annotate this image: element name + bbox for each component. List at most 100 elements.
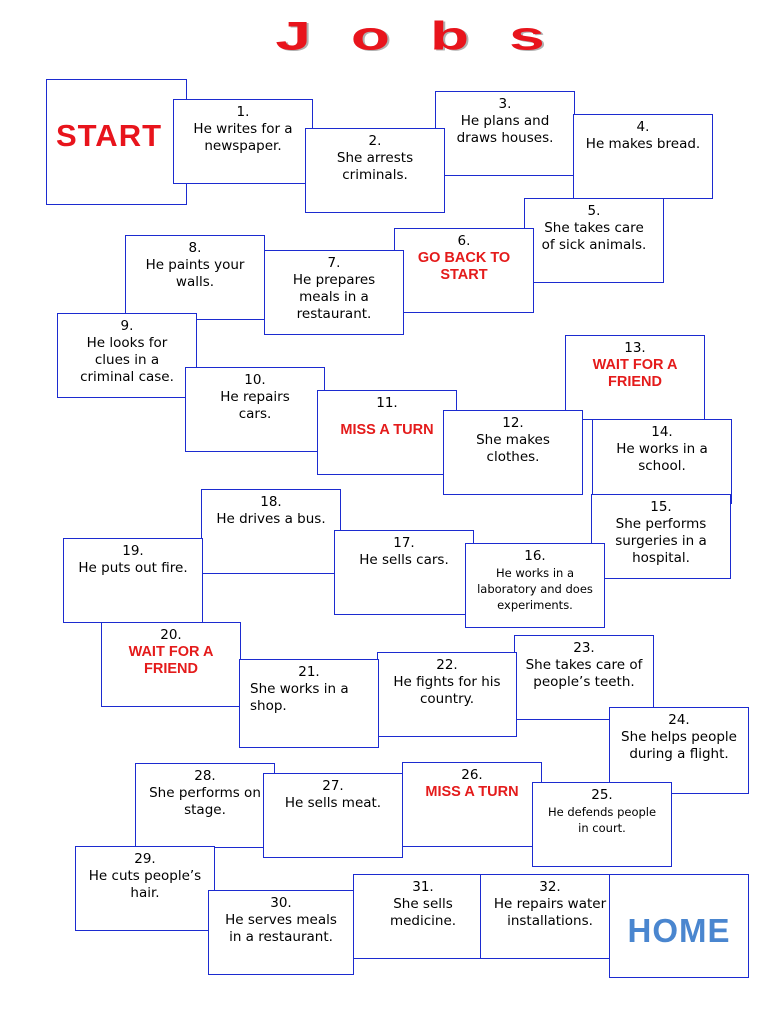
square-number: 4. (636, 119, 650, 135)
square-text: He fights for his country. (393, 674, 501, 707)
square-text: She takes care of people’s teeth. (525, 657, 643, 690)
square-number: 18. (260, 494, 282, 510)
square-number: 25. (591, 787, 613, 803)
board-square-29: 29. He cuts people’s hair. (75, 846, 215, 931)
page-title: Jobs (275, 13, 585, 59)
square-number: 1. (236, 104, 250, 120)
square-text: She performs surgeries in a hospital. (615, 516, 707, 566)
square-text: WAIT FOR A FRIEND (592, 357, 678, 390)
square-text: He prepares meals in a restaurant. (292, 272, 376, 322)
square-text: GO BACK TO START (417, 250, 511, 283)
square-text: He writes for a newspaper. (193, 121, 293, 154)
board-square-17: 17. He sells cars. (334, 530, 474, 615)
square-number: 8. (188, 240, 202, 256)
board-square-26: 26. MISS A TURN (402, 762, 542, 847)
square-text: He puts out fire. (78, 560, 188, 576)
board-square-32: 32. He repairs water installations. (480, 874, 620, 959)
board-square-12: 12. She makes clothes. (443, 410, 583, 495)
board-square-4: 4. He makes bread. (573, 114, 713, 199)
square-number: 2. (368, 133, 382, 149)
square-number: 21. (298, 664, 320, 680)
square-number: 5. (587, 203, 601, 219)
square-number: 3. (498, 96, 512, 112)
square-text: He plans and draws houses. (456, 113, 554, 146)
square-text: He works in a school. (616, 441, 708, 474)
square-text: WAIT FOR A FRIEND (128, 644, 214, 677)
square-number: 23. (573, 640, 595, 656)
square-text: He looks for clues in a criminal case. (80, 335, 174, 385)
square-number: 17. (393, 535, 415, 551)
square-text: He sells meat. (284, 795, 382, 811)
square-text: She takes care of sick animals. (541, 220, 647, 253)
square-text: He repairs cars. (220, 389, 290, 422)
square-number: 7. (327, 255, 341, 271)
square-text: He defends people in court. (547, 805, 657, 835)
square-text: She makes clothes. (476, 432, 550, 465)
board-square-23: 23. She takes care of people’s teeth. (514, 635, 654, 720)
board-square-19: 19. He puts out fire. (63, 538, 203, 623)
home-square: HOME (609, 874, 749, 978)
board-square-21: 21. She works in a shop. (239, 659, 379, 748)
square-number: 16. (524, 548, 546, 564)
square-text: He sells cars. (359, 552, 449, 568)
square-text: He makes bread. (585, 136, 701, 152)
board-square-3: 3. He plans and draws houses. (435, 91, 575, 176)
board-square-24: 24. She helps people during a flight. (609, 707, 749, 794)
start-label: START (56, 118, 163, 153)
square-text: He drives a bus. (216, 511, 326, 527)
board-square-31: 31. She sells medicine. (353, 874, 493, 959)
square-number: 11. (376, 395, 398, 411)
board-square-7: 7. He prepares meals in a restaurant. (264, 250, 404, 335)
board-square-27: 27. He sells meat. (263, 773, 403, 858)
board-square-30: 30. He serves meals in a restaurant. (208, 890, 354, 975)
square-text: She helps people during a flight. (621, 729, 737, 762)
square-number: 19. (122, 543, 144, 559)
board-square-28: 28. She performs on stage. (135, 763, 275, 848)
board-square-10: 10. He repairs cars. (185, 367, 325, 452)
square-number: 14. (651, 424, 673, 440)
square-number: 10. (244, 372, 266, 388)
square-number: 6. (457, 233, 471, 249)
square-number: 29. (134, 851, 156, 867)
square-number: 26. (461, 767, 483, 783)
square-number: 24. (668, 712, 690, 728)
board-square-11: 11. MISS A TURN (317, 390, 457, 475)
board-square-6: 6. GO BACK TO START (394, 228, 534, 313)
board-square-2: 2. She arrests criminals. (305, 128, 445, 213)
square-text: She arrests criminals. (336, 150, 414, 183)
square-number: 32. (539, 879, 561, 895)
square-text: He works in a laboratory and does experi… (477, 566, 593, 612)
square-number: 20. (160, 627, 182, 643)
board-square-25: 25. He defends people in court. (532, 782, 672, 867)
board-square-5: 5. She takes care of sick animals. (524, 198, 664, 283)
start-square: START (46, 79, 187, 205)
square-number: 9. (120, 318, 134, 334)
square-text: She sells medicine. (389, 896, 457, 929)
board-square-8: 8. He paints your walls. (125, 235, 265, 320)
board-square-18: 18. He drives a bus. (201, 489, 341, 574)
square-number: 28. (194, 768, 216, 784)
board-square-15: 15. She performs surgeries in a hospital… (591, 494, 731, 579)
home-label: HOME (627, 912, 731, 949)
square-text: She performs on stage. (149, 785, 261, 818)
square-number: 13. (624, 340, 646, 356)
board-square-14: 14. He works in a school. (592, 419, 732, 504)
square-number: 22. (436, 657, 458, 673)
board-square-1: 1. He writes for a newspaper. (173, 99, 313, 184)
square-text: He serves meals in a restaurant. (225, 912, 337, 945)
square-text: He paints your walls. (145, 257, 245, 290)
board-square-20: 20. WAIT FOR A FRIEND (101, 622, 241, 707)
square-number: 15. (650, 499, 672, 515)
square-number: 12. (502, 415, 524, 431)
square-number: 30. (270, 895, 292, 911)
square-number: 27. (322, 778, 344, 794)
square-text: MISS A TURN (425, 784, 519, 800)
board-square-9: 9. He looks for clues in a criminal case… (57, 313, 197, 398)
square-number: 31. (412, 879, 434, 895)
board-square-13: 13. WAIT FOR A FRIEND (565, 335, 705, 420)
board-square-16: 16. He works in a laboratory and does ex… (465, 543, 605, 628)
square-text: He cuts people’s hair. (88, 868, 202, 901)
board-square-22: 22. He fights for his country. (377, 652, 517, 737)
square-text: He repairs water installations. (493, 896, 607, 929)
square-text: She works in a shop. (250, 681, 349, 714)
